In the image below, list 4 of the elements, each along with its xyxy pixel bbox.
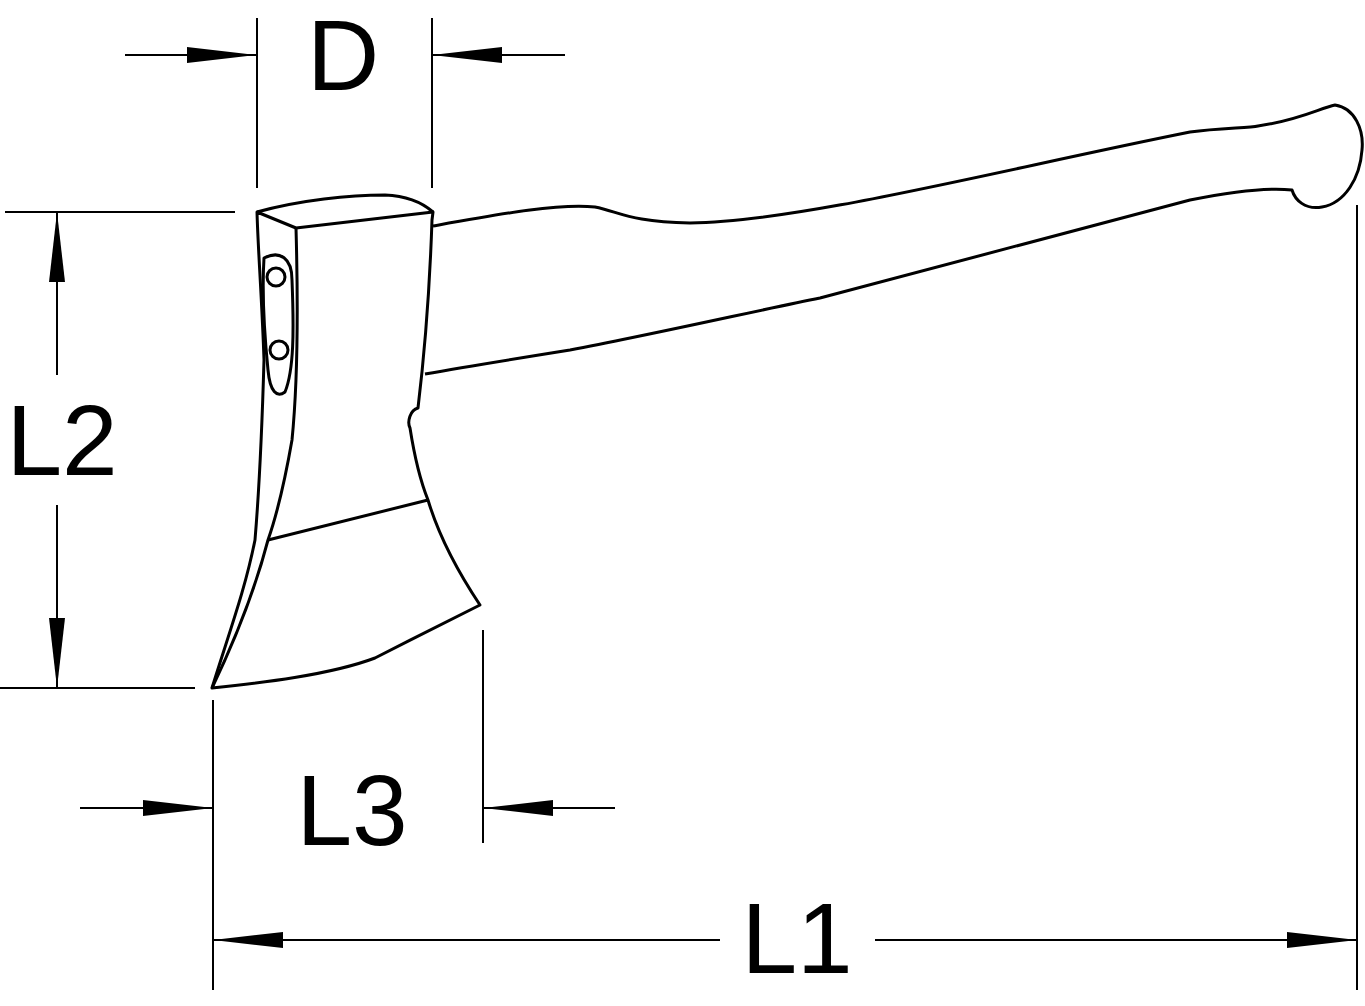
dimension-label: D	[306, 5, 380, 105]
dimension-label: L3	[296, 760, 408, 860]
dimension-label: L2	[6, 390, 118, 490]
dimension-label: L1	[741, 888, 853, 988]
